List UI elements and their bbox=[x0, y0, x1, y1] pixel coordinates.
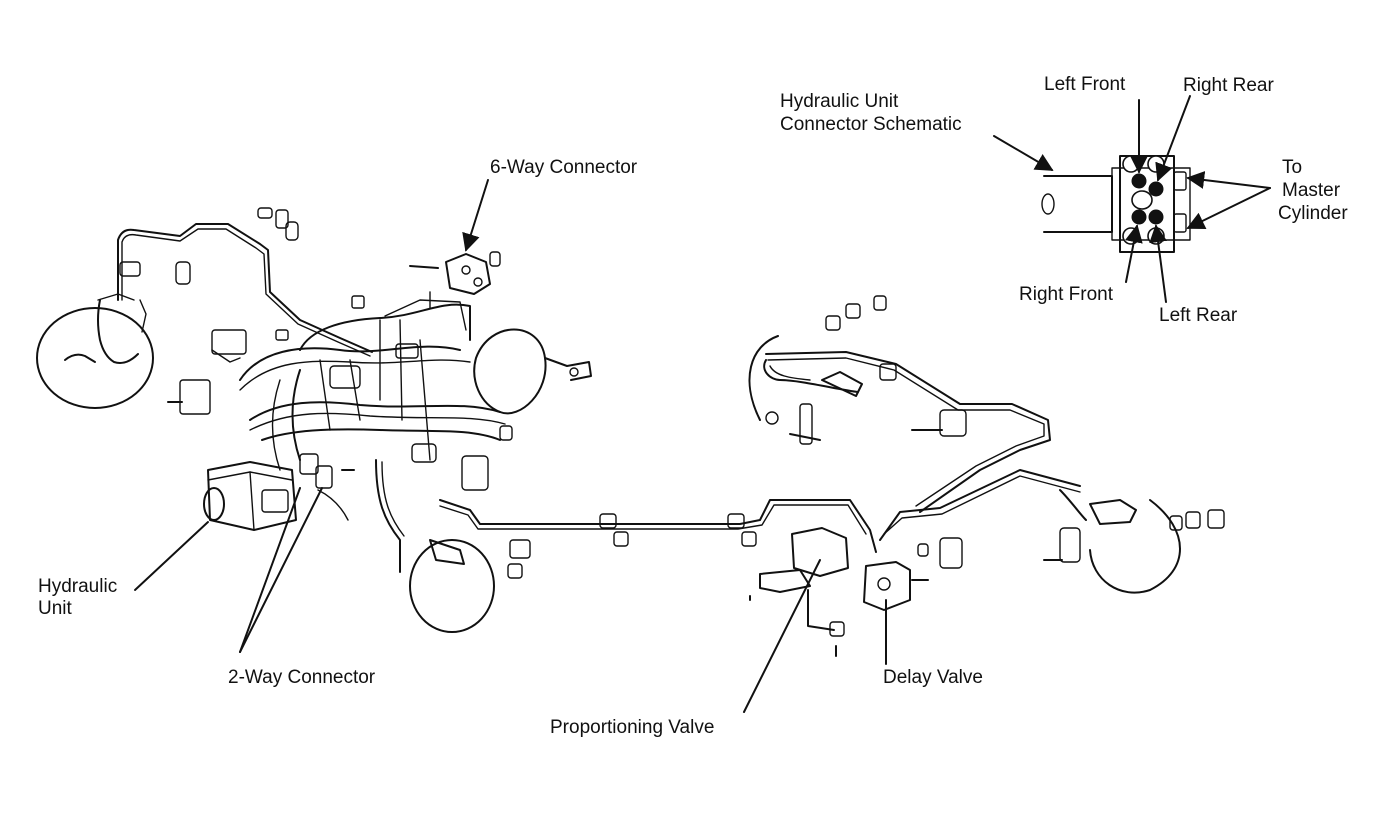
rear-right-rotor bbox=[1043, 489, 1225, 594]
label-two-way-connector: 2-Way Connector bbox=[228, 667, 376, 688]
six-way-connector bbox=[409, 251, 501, 309]
label-hydraulic-unit-line1: Hydraulic bbox=[38, 576, 117, 597]
left-brake-line bbox=[117, 207, 373, 357]
right-brake-line bbox=[765, 351, 1081, 541]
brake-booster bbox=[473, 328, 592, 415]
label-to-master-line2: Master bbox=[1282, 180, 1341, 201]
label-left-rear: Left Rear bbox=[1159, 305, 1238, 326]
label-schematic-line1: Hydraulic Unit bbox=[780, 91, 899, 112]
label-proportioning-valve: Proportioning Valve bbox=[550, 717, 714, 738]
label-right-front: Right Front bbox=[1019, 284, 1114, 305]
label-right-rear: Right Rear bbox=[1183, 75, 1274, 96]
front-right-rotor bbox=[375, 459, 531, 633]
rear-brake-line bbox=[439, 499, 877, 553]
right-front-port bbox=[1131, 209, 1147, 225]
label-hydraulic-unit-line2: Unit bbox=[38, 598, 73, 619]
proportioning-valve bbox=[749, 527, 849, 657]
connector-schematic bbox=[1041, 155, 1191, 253]
label-six-way-connector: 6-Way Connector bbox=[490, 157, 638, 178]
front-left-rotor bbox=[36, 261, 191, 409]
leader-lines bbox=[134, 95, 1271, 713]
label-left-front: Left Front bbox=[1044, 74, 1126, 95]
delay-valve bbox=[863, 537, 963, 611]
label-to-master-line3: Cylinder bbox=[1278, 203, 1348, 224]
labels: 6-Way Connector Hydraulic Unit 2-Way Con… bbox=[38, 74, 1348, 738]
right-rear-port bbox=[1148, 181, 1164, 197]
label-delay-valve: Delay Valve bbox=[883, 667, 983, 688]
hydraulic-unit bbox=[203, 453, 355, 531]
label-to-master-line1: To bbox=[1282, 157, 1302, 178]
label-schematic-line2: Connector Schematic bbox=[780, 114, 962, 135]
rear-left-rotor bbox=[748, 295, 887, 445]
left-front-port bbox=[1131, 173, 1147, 189]
left-rear-port bbox=[1148, 209, 1164, 225]
central-brake-lines bbox=[167, 295, 513, 491]
